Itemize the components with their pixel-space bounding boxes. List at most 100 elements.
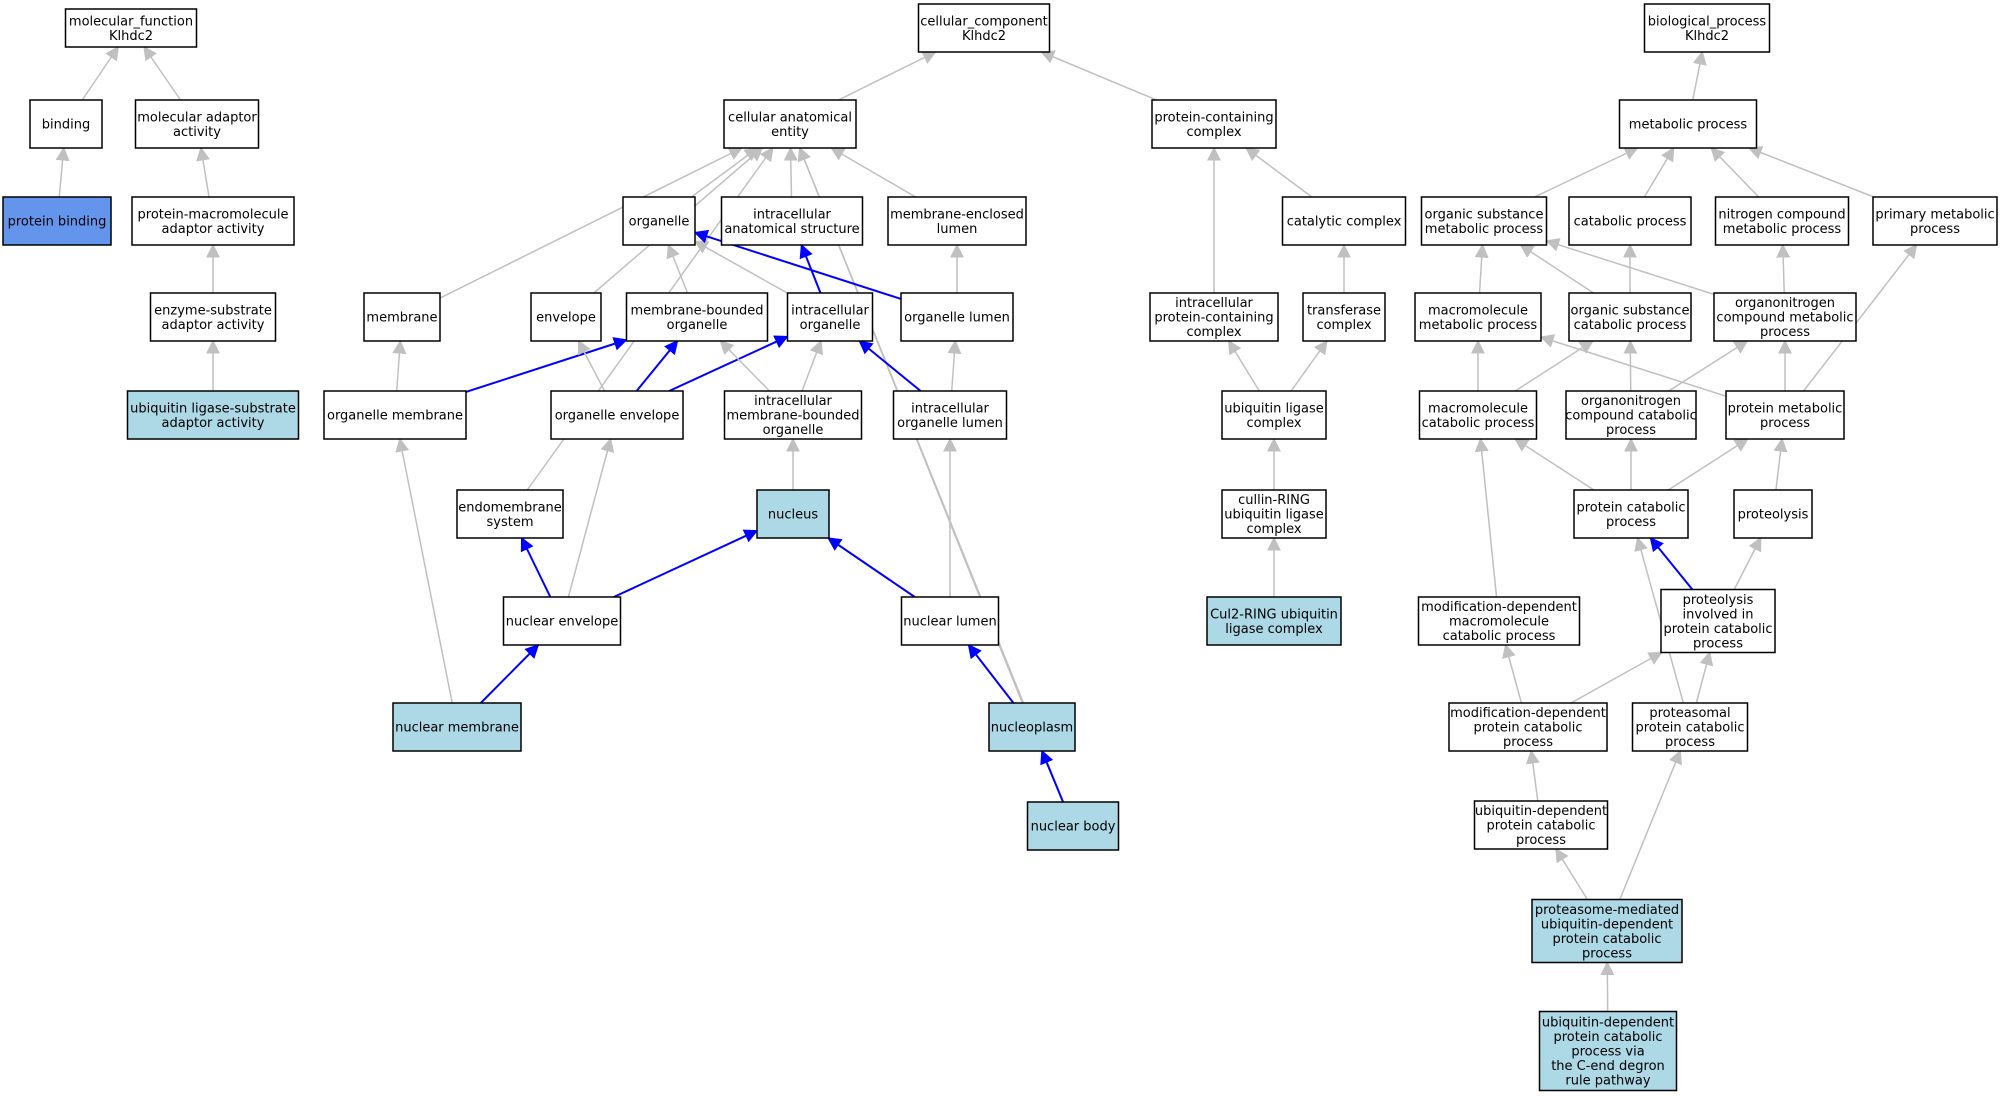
node-label-line: intracellular bbox=[1175, 296, 1253, 311]
node-label-line: rule pathway bbox=[1565, 1074, 1650, 1089]
go-term-node-nenv[interactable]: nuclear envelope bbox=[502, 596, 622, 646]
node-label-line: process bbox=[1606, 423, 1656, 438]
go-term-node-nbody[interactable]: nuclear body bbox=[1026, 801, 1120, 851]
node-box bbox=[1713, 292, 1857, 342]
edge-protmp-to-mmp bbox=[1539, 334, 1727, 397]
edge-protein_binding-to-binding bbox=[55, 146, 70, 198]
go-term-node-metab[interactable]: metabolic process bbox=[1618, 99, 1758, 149]
go-term-node-nucleoplasm[interactable]: nucleoplasm bbox=[988, 702, 1076, 752]
node-label-line: organelle bbox=[629, 215, 690, 230]
go-term-node-nlumen[interactable]: nuclear lumen bbox=[900, 596, 1000, 646]
node-label-line: complex bbox=[1246, 416, 1301, 431]
node-label-line: protein catabolic bbox=[1635, 721, 1744, 736]
go-term-node-membrane[interactable]: membrane bbox=[363, 292, 441, 342]
node-label-line: binding bbox=[42, 118, 90, 133]
node-label-line: biological_process bbox=[1648, 14, 1767, 29]
edge-pmudpcp-to-udpcp bbox=[1555, 847, 1589, 900]
go-term-node-catab[interactable]: catabolic process bbox=[1568, 196, 1692, 246]
node-label-line: process bbox=[1760, 325, 1810, 340]
edge-mbo-to-organelle bbox=[666, 243, 689, 294]
node-label-line: ligase complex bbox=[1225, 622, 1323, 637]
go-term-node-olumen[interactable]: organelle lumen bbox=[900, 292, 1014, 342]
edge-ias-to-cae bbox=[783, 146, 798, 198]
go-term-node-pmudpcp[interactable]: proteasome-mediatedubiquitin-dependentpr… bbox=[1531, 898, 1683, 964]
go-term-node-omem[interactable]: organelle membrane bbox=[323, 390, 467, 440]
go-term-node-nmem[interactable]: nuclear membrane bbox=[392, 702, 522, 752]
node-label-line: modification-dependent bbox=[1450, 706, 1606, 721]
edge-ulc-to-ipcc bbox=[1227, 339, 1260, 392]
node-label-line: process bbox=[1760, 416, 1810, 431]
node-label-line: protein-macromolecule bbox=[138, 207, 289, 222]
node-box bbox=[2, 196, 112, 246]
node-label-line: activity bbox=[173, 125, 221, 140]
edge-osmp-to-metab bbox=[1534, 147, 1639, 198]
edge-mol_adaptor-to-mf bbox=[143, 45, 182, 101]
edge-ulc-to-transferase bbox=[1290, 339, 1328, 392]
node-label-line: proteolysis bbox=[1683, 593, 1754, 608]
go-term-node-mdmcp[interactable]: modification-dependentmacromoleculecatab… bbox=[1417, 596, 1581, 646]
go-term-node-binding[interactable]: binding bbox=[29, 99, 103, 149]
node-box bbox=[1568, 292, 1692, 342]
node-label-line: organic substance bbox=[1425, 207, 1544, 222]
node-box bbox=[1420, 196, 1548, 246]
node-label-line: ubiquitin ligase bbox=[1224, 508, 1324, 523]
go-term-node-protein_binding[interactable]: protein binding bbox=[2, 196, 112, 246]
edge-mmp-to-osmp bbox=[1474, 243, 1489, 294]
node-label-line: intracellular bbox=[753, 207, 831, 222]
node-box bbox=[1448, 702, 1608, 752]
go-term-node-organelle[interactable]: organelle bbox=[622, 196, 696, 246]
go-term-node-catcomplex[interactable]: catalytic complex bbox=[1281, 196, 1407, 246]
go-term-node-nucleus[interactable]: nucleus bbox=[756, 489, 830, 539]
edge-protmp-to-pmp bbox=[1802, 243, 1918, 392]
node-label-line: intracellular bbox=[754, 394, 832, 409]
node-label-line: enzyme-substrate bbox=[154, 303, 272, 318]
go-term-node-proteolysis[interactable]: proteolysis bbox=[1733, 489, 1813, 539]
go-term-node-oenv[interactable]: organelle envelope bbox=[550, 390, 684, 440]
node-box bbox=[786, 292, 874, 342]
node-label-line: ubiquitin-dependent bbox=[1541, 917, 1673, 932]
node-label-line: process bbox=[1516, 833, 1566, 848]
node-box bbox=[1643, 3, 1771, 53]
node-box bbox=[1221, 390, 1327, 440]
edge-proteasomal-to-pipcp bbox=[1695, 651, 1714, 704]
go-term-node-envelope[interactable]: envelope bbox=[530, 292, 602, 342]
node-label-line: compound catabolic bbox=[1565, 409, 1697, 424]
node-label-line: the C-end degron bbox=[1551, 1059, 1665, 1074]
